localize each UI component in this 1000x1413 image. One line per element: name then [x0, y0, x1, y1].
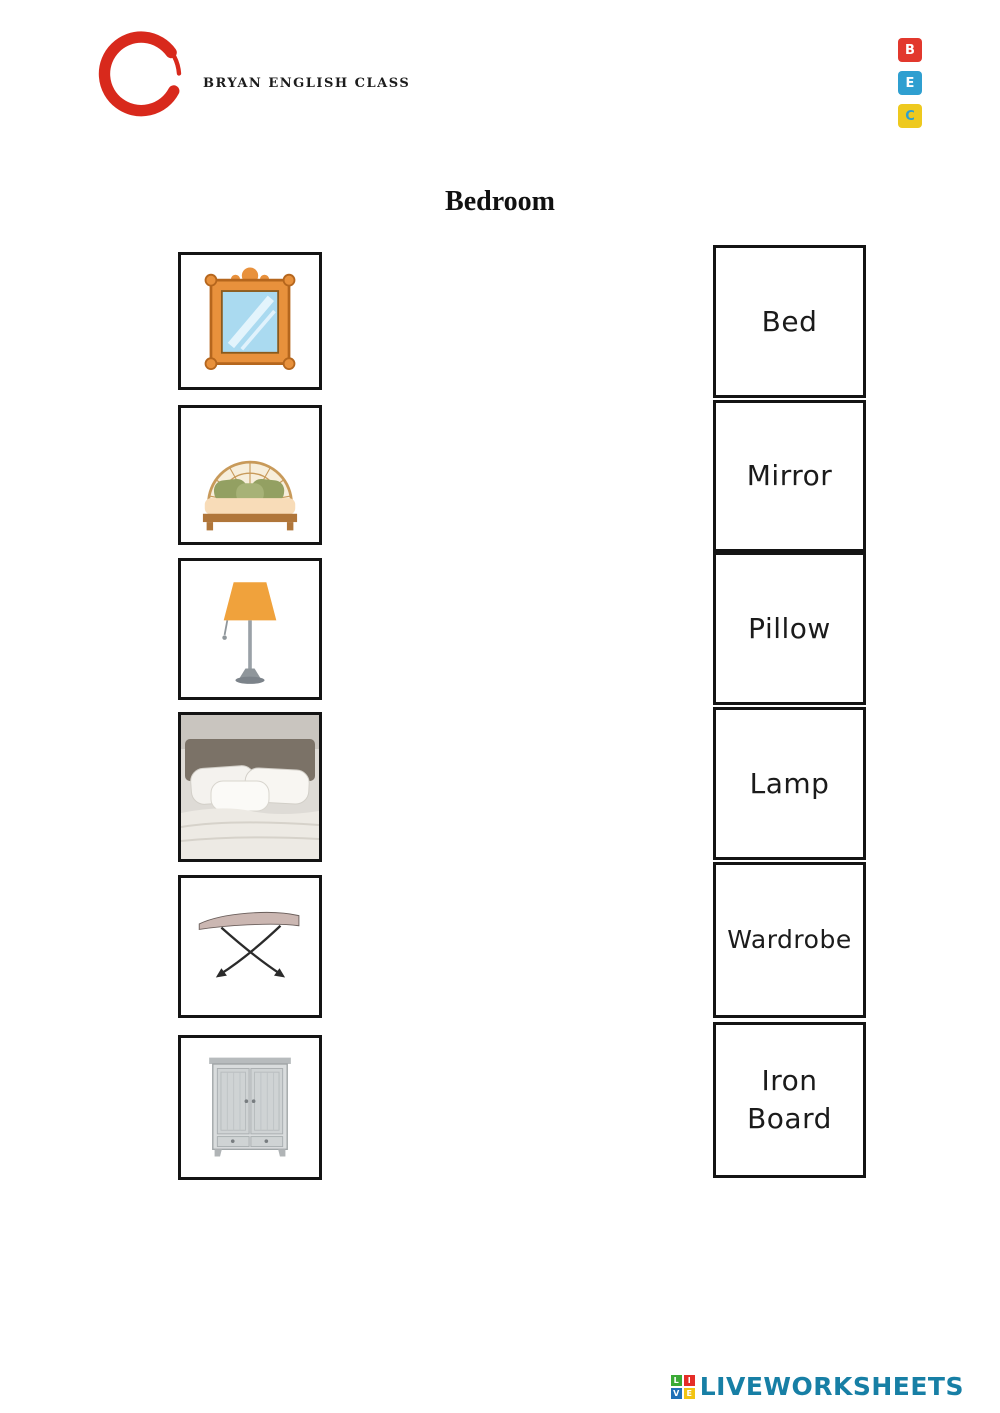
wardrobe-icon [209, 1057, 291, 1157]
word-card-lamp[interactable]: Lamp [713, 707, 866, 860]
bec-badges: B E C [898, 38, 924, 137]
badge-c-letter: C [905, 108, 915, 124]
word-label-wardrobe: Wardrobe [727, 925, 852, 955]
word-label-bed: Bed [761, 304, 818, 338]
badge-b: B [898, 38, 922, 62]
page-title: Bedroom [445, 186, 555, 217]
liveworksheets-text: LIVEWORKSHEETS [699, 1372, 964, 1401]
liveworksheets-brand[interactable]: L I V E LIVEWORKSHEETS [670, 1372, 964, 1401]
word-label-lamp: Lamp [749, 766, 830, 800]
word-card-iron-board[interactable]: Iron Board [713, 1022, 866, 1178]
grid-letter-i: I [683, 1374, 695, 1386]
pillows-photo [181, 715, 319, 859]
image-card-mirror[interactable] [178, 252, 322, 390]
school-logo: BRYAN ENGLISH CLASS [88, 28, 411, 143]
badge-b-letter: B [905, 42, 915, 58]
word-card-wardrobe[interactable]: Wardrobe [713, 862, 866, 1018]
iron-board-icon [198, 911, 300, 977]
grid-letter-e: E [683, 1387, 695, 1399]
badge-c: C [898, 104, 922, 128]
bed-icon [202, 460, 298, 531]
word-label-iron-board: Iron Board [747, 1064, 832, 1135]
logo-text: BRYAN ENGLISH CLASS [203, 76, 411, 91]
logo-swoosh-icon [98, 31, 182, 117]
word-card-bed[interactable]: Bed [713, 245, 866, 398]
grid-letter-v: V [670, 1387, 682, 1399]
image-card-lamp[interactable] [178, 558, 322, 700]
word-label-mirror: Mirror [746, 459, 833, 493]
word-card-pillow[interactable]: Pillow [713, 552, 866, 705]
lamp-icon [222, 582, 277, 684]
word-label-pillow: Pillow [748, 611, 831, 645]
grid-letter-l: L [670, 1374, 682, 1386]
badge-e-letter: E [905, 75, 915, 91]
image-card-bed[interactable] [178, 405, 322, 545]
image-card-wardrobe[interactable] [178, 1035, 322, 1180]
badge-e: E [898, 71, 922, 95]
image-card-pillows[interactable] [178, 712, 322, 862]
liveworksheets-grid-icon: L I V E [670, 1374, 695, 1399]
mirror-icon [204, 267, 296, 371]
image-card-iron-board[interactable] [178, 875, 322, 1018]
word-card-mirror[interactable]: Mirror [713, 400, 866, 552]
